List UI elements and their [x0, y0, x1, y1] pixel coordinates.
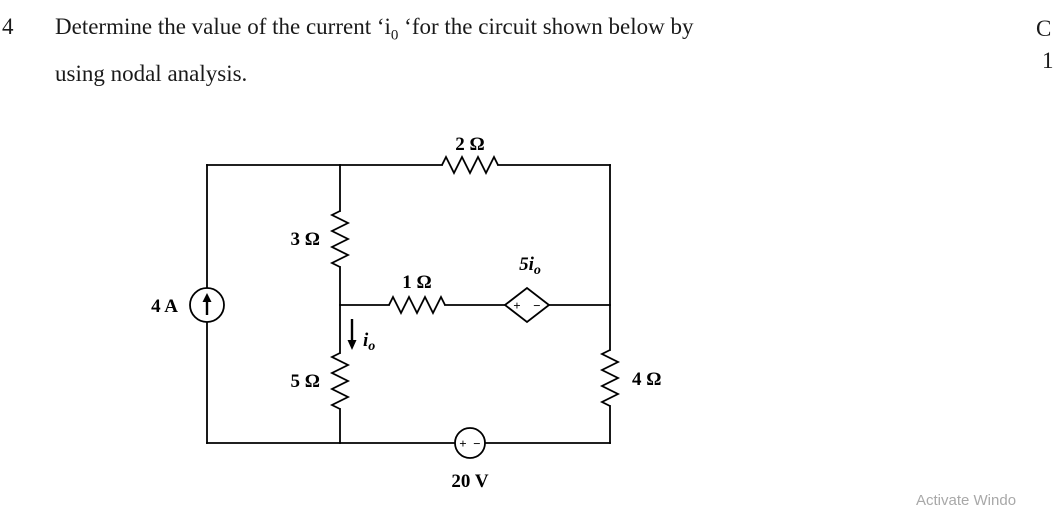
question-text-line1: Determine the value of the current ‘i0 ‘… — [55, 14, 694, 45]
label-dependent-source-5io: 5io — [519, 254, 541, 278]
current-symbol-subscript: 0 — [390, 27, 399, 44]
margin-text-bottom: 1 — [1042, 48, 1054, 73]
label-current-source-4a: 4 A — [151, 296, 178, 317]
question-text-line2: using nodal analysis. — [55, 61, 248, 86]
current-source-arrow-head — [202, 293, 212, 302]
circuit-diagram: + − + − 2 Ω 3 Ω 5 Ω 1 Ω 4 Ω 4 A 20 V 5io… — [151, 134, 661, 492]
resistor-2ohm-symbol — [441, 154, 499, 176]
dependent-source-diamond — [503, 286, 551, 324]
question-text-part1: Determine the value of the current ‘i — [55, 14, 391, 39]
label-resistor-1ohm: 1 Ω — [402, 272, 431, 293]
label-branch-current-io: io — [363, 330, 375, 354]
resistor-4ohm-symbol — [599, 349, 621, 407]
question-text-part2: ‘for the circuit shown below by — [398, 14, 694, 39]
io-arrow-head — [347, 340, 357, 350]
label-io-base: i — [363, 330, 369, 351]
resistor-5ohm-symbol — [329, 352, 351, 410]
label-5io-subscript: o — [534, 263, 541, 278]
circuit-wires — [206, 164, 611, 444]
label-resistor-2ohm: 2 Ω — [455, 134, 484, 155]
dependent-source-minus-sign: − — [533, 298, 540, 313]
margin-text-top: C — [1036, 16, 1052, 41]
resistor-1ohm-symbol — [388, 294, 446, 316]
branch-current-io-arrow — [347, 319, 357, 350]
current-source-4a — [189, 287, 225, 323]
voltage-source-20v: + − — [454, 427, 486, 459]
resistor-3ohm-symbol — [329, 210, 351, 268]
voltage-source-plus-sign: + — [459, 436, 466, 451]
label-resistor-3ohm: 3 Ω — [291, 229, 320, 250]
voltage-source-circle — [454, 427, 486, 459]
label-io-subscript: o — [368, 339, 375, 354]
label-resistor-4ohm: 4 Ω — [632, 369, 661, 390]
label-voltage-source-20v: 20 V — [451, 471, 488, 492]
question-number: 4 — [2, 14, 14, 39]
label-5io-base: 5i — [519, 254, 535, 275]
activate-windows-watermark: Activate Windo — [916, 492, 1017, 509]
dependent-source-plus-sign: + — [513, 298, 520, 313]
voltage-source-minus-sign: − — [473, 436, 480, 451]
label-resistor-5ohm: 5 Ω — [291, 371, 320, 392]
dependent-source-5io: + − — [503, 286, 551, 324]
